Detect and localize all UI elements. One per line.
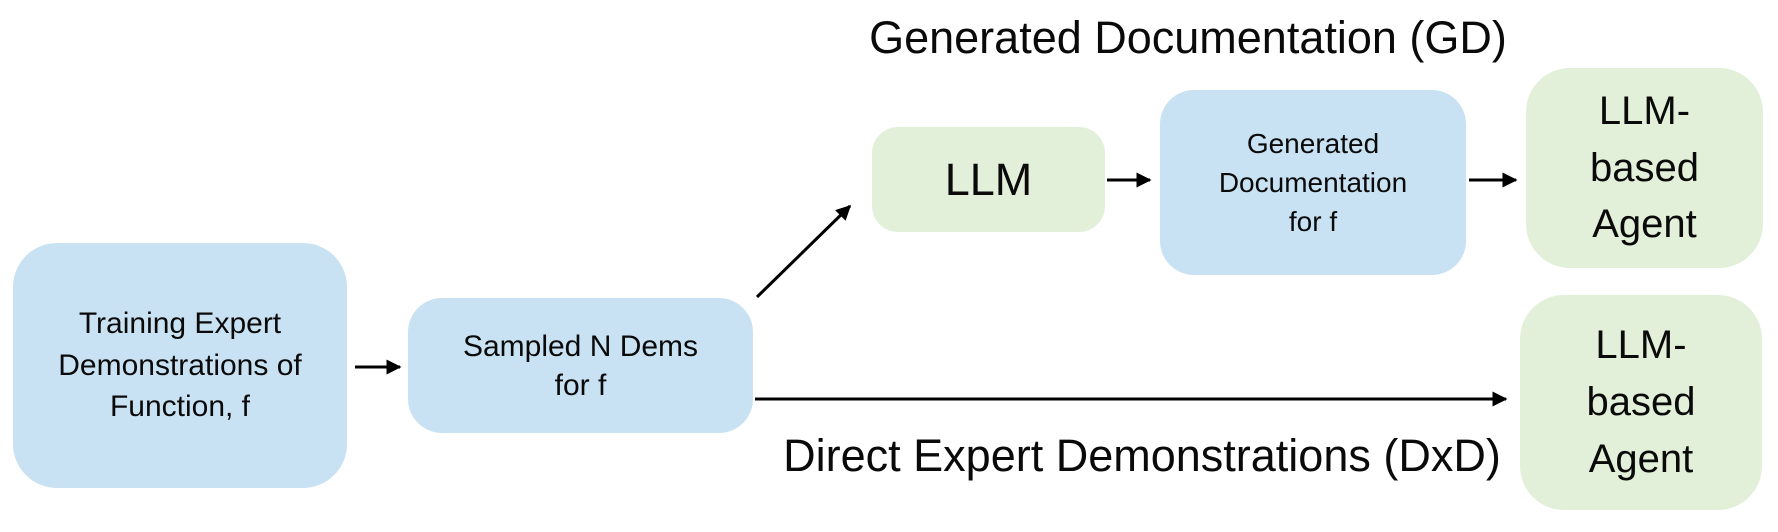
node-llm: LLM [872,127,1105,232]
node-llm-based-agent-dxd: LLM- based Agent [1520,295,1762,510]
gd-path-title: Generated Documentation (GD) [869,12,1507,63]
node-generated-documentation: Generated Documentation for f [1160,90,1466,275]
node-training-expert-demonstrations: Training Expert Demonstrations of Functi… [13,243,347,488]
arrow-sampled-to-llm [755,204,852,299]
node-sampled-n-dems: Sampled N Dems for f [408,298,753,433]
node-llm-based-agent-gd: LLM- based Agent [1526,68,1763,268]
dxd-path-label: Direct Expert Demonstrations (DxD) [783,430,1501,481]
